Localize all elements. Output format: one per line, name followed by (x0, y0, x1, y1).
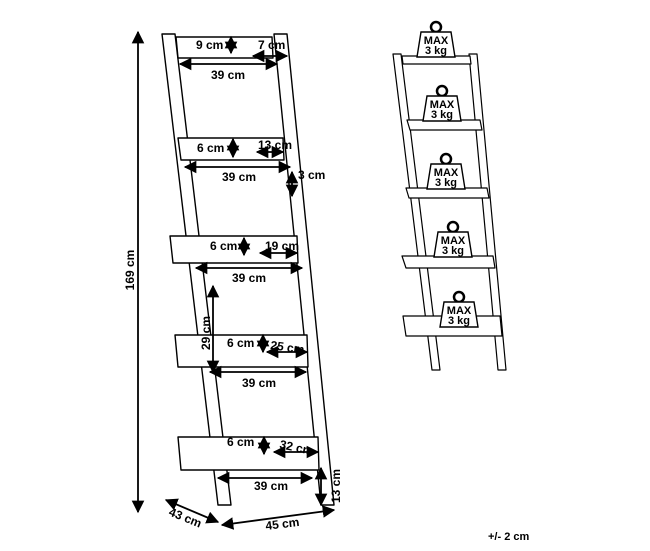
dimension-labels: 169 cm 9 cm 7 cm 39 cm 6 cm 13 cm 39 cm … (123, 38, 529, 543)
side-thickness-label: 3 cm (298, 168, 325, 182)
weight-value-label: 3 kg (435, 177, 457, 189)
shelf-1-width-label: 39 cm (211, 68, 245, 82)
shelf-2-height-label: 6 cm (197, 141, 224, 155)
shelf-5-width-label: 39 cm (254, 479, 288, 493)
shelf-4-height-label: 6 cm (227, 336, 254, 350)
weight-value-label: 3 kg (442, 245, 464, 257)
left-side-rail (161, 33, 232, 506)
shelf-3-height-label: 6 cm (210, 239, 237, 253)
right-shelf-4 (401, 255, 496, 269)
width-base-label: 45 cm (265, 515, 300, 533)
shelf-gap-label: 29 cm (199, 316, 213, 350)
bottom-leg-label: 13 cm (329, 469, 343, 503)
weight-icon: MAX 3 kg (422, 84, 462, 122)
shelf-5-depth-label: 32 cm (278, 437, 314, 458)
shelf-2-depth-label: 13 cm (258, 138, 292, 152)
dimension-lines (131, 30, 336, 530)
weight-icon: MAX 3 kg (416, 20, 456, 58)
weight-max-label: MAX (434, 167, 459, 179)
height-total-label: 169 cm (123, 250, 137, 291)
weight-max-label: MAX (447, 305, 472, 317)
weight-max-label: MAX (430, 99, 455, 111)
shelf-3-width-label: 39 cm (232, 271, 266, 285)
weight-max-label: MAX (441, 235, 466, 247)
shelf-2-width-label: 39 cm (222, 170, 256, 184)
shelf-1-height-label: 9 cm (196, 38, 223, 52)
shelf-4-depth-label: 25 cm (270, 338, 306, 357)
weight-value-label: 3 kg (448, 315, 470, 327)
weight-value-label: 3 kg (425, 45, 447, 57)
weight-value-label: 3 kg (431, 109, 453, 121)
shelf-3-depth-label: 19 cm (265, 239, 299, 253)
shelf-5-height-label: 6 cm (227, 435, 254, 449)
weight-icon: MAX 3 kg (433, 220, 473, 258)
weight-max-label: MAX (424, 35, 449, 47)
weight-icons: MAX 3 kg MAX 3 kg MAX 3 kg MAX 3 kg MAX … (416, 20, 479, 328)
right-side-rail (273, 33, 335, 506)
weight-icon: MAX 3 kg (439, 290, 479, 328)
shelf-1-depth-label: 7 cm (258, 38, 285, 52)
tolerance-label: +/- 2 cm (488, 531, 529, 543)
weight-icon: MAX 3 kg (426, 152, 466, 190)
shelf-4-width-label: 39 cm (242, 376, 276, 390)
